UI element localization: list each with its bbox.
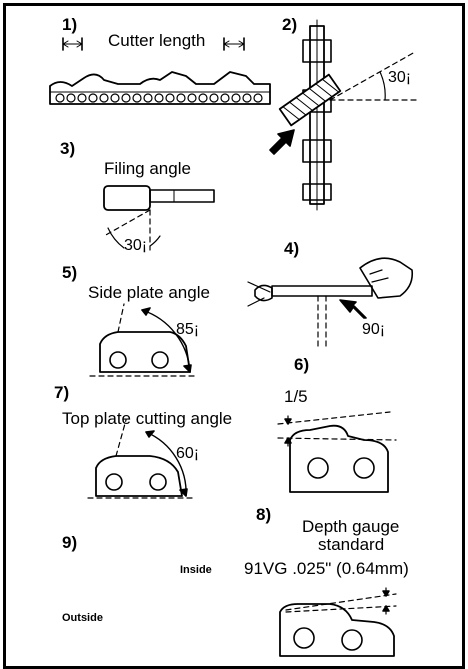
chain-rivet bbox=[176, 93, 186, 103]
step-5-number: 5) bbox=[62, 263, 78, 282]
step-7-angle: 60¡ bbox=[176, 445, 200, 462]
outside-label: Outside bbox=[62, 612, 103, 624]
side-plate-cutter bbox=[89, 303, 199, 377]
depth-gauge-standard-cutter bbox=[279, 587, 397, 657]
chain-rivet bbox=[88, 93, 98, 103]
chain-rivet bbox=[154, 93, 164, 103]
inside-label: Inside bbox=[180, 564, 212, 576]
chain-rivet bbox=[187, 93, 197, 103]
depth-gauge-caption-line1: Depth gauge bbox=[302, 517, 400, 536]
step-9-number: 9) bbox=[62, 533, 78, 552]
filing-angle-view bbox=[103, 185, 215, 251]
step-2-angle: 30¡ bbox=[388, 69, 412, 86]
depth-gauge-cutter bbox=[277, 411, 397, 493]
hand-holding-file bbox=[247, 257, 414, 347]
step-5-angle: 85¡ bbox=[176, 321, 200, 338]
side-plate-angle-caption: Side plate angle bbox=[88, 283, 210, 302]
top-plate-cutter bbox=[87, 419, 197, 499]
chain-rivet bbox=[165, 93, 175, 103]
step-7-number: 7) bbox=[54, 383, 70, 402]
chain-rivet bbox=[99, 93, 109, 103]
depth-gauge-spec: 91VG .025" (0.64mm) bbox=[244, 559, 409, 578]
step-6-number: 6) bbox=[294, 355, 310, 374]
step-8-number: 8) bbox=[256, 505, 272, 524]
chain-rivet bbox=[198, 93, 208, 103]
chain-rivet bbox=[231, 93, 241, 103]
step-2-number: 2) bbox=[282, 15, 298, 34]
step-4-angle: 90¡ bbox=[362, 321, 386, 338]
file-on-chain-top-view bbox=[269, 19, 421, 211]
chain-rivet bbox=[220, 93, 230, 103]
depth-gauge-caption-line2: standard bbox=[318, 535, 385, 554]
step-1-number: 1) bbox=[62, 15, 78, 34]
depth-fraction-label: 1/5 bbox=[284, 387, 308, 406]
chain-rivet bbox=[77, 93, 87, 103]
diagram-frame bbox=[3, 3, 465, 669]
chain-rivet bbox=[143, 93, 153, 103]
chain-rivet bbox=[253, 93, 263, 103]
chain-rivet bbox=[242, 93, 252, 103]
chain-rivet bbox=[66, 93, 76, 103]
chain-rivet bbox=[121, 93, 131, 103]
chain-rivet bbox=[110, 93, 120, 103]
step-4-number: 4) bbox=[284, 239, 300, 258]
top-plate-angle-caption: Top plate cutting angle bbox=[62, 409, 233, 428]
cutter-length-caption: Cutter length bbox=[108, 31, 206, 50]
step-3-angle: 30¡ bbox=[124, 237, 148, 254]
filing-angle-caption: Filing angle bbox=[104, 159, 191, 178]
chain-rivet bbox=[209, 93, 219, 103]
chain-side-view bbox=[49, 37, 271, 105]
step-3-number: 3) bbox=[60, 139, 76, 158]
chain-rivet bbox=[132, 93, 142, 103]
chain-rivet bbox=[55, 93, 65, 103]
